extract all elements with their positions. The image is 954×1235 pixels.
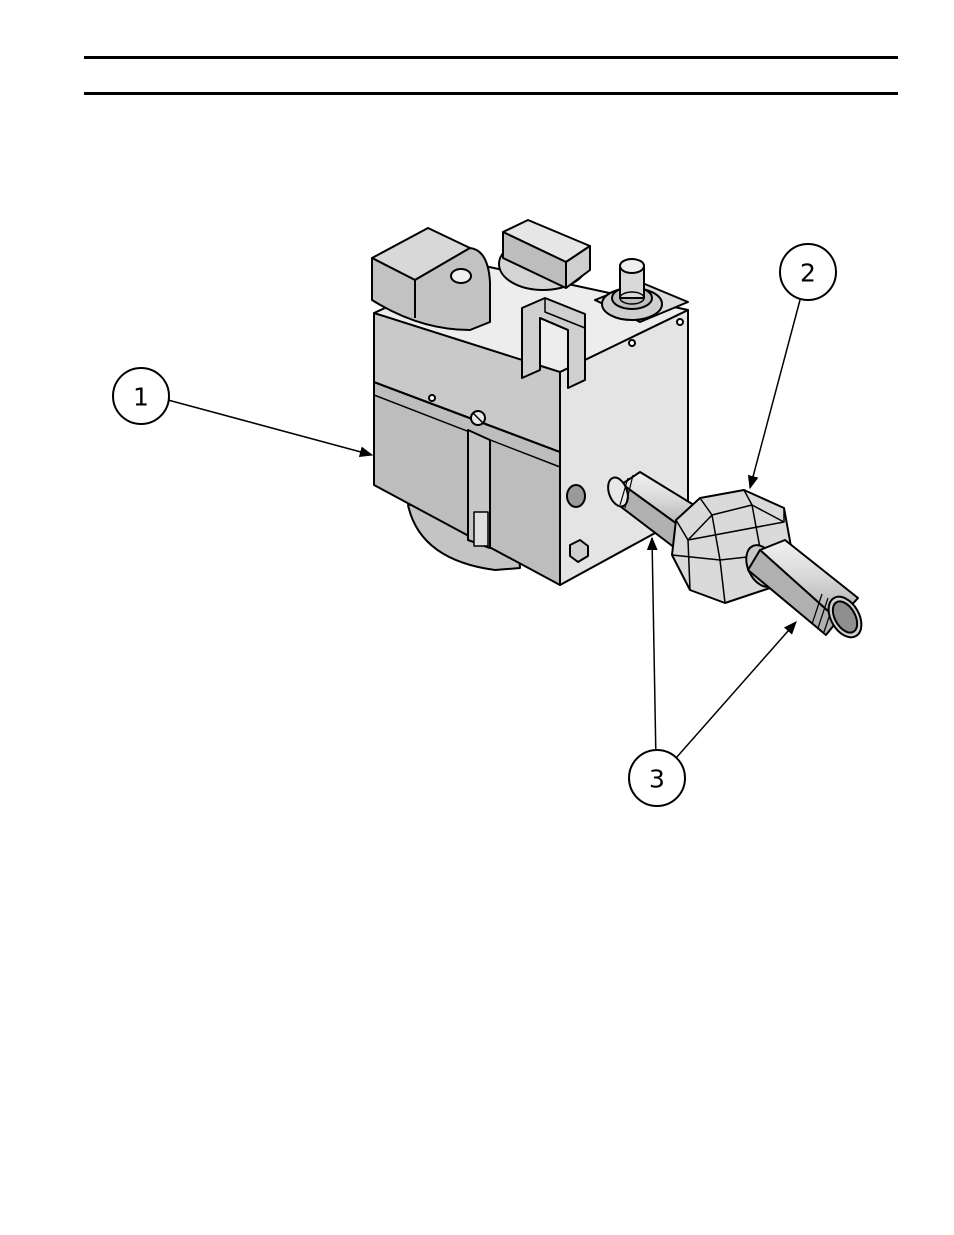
callout-3: 3 xyxy=(629,750,685,806)
leader-3b xyxy=(676,622,796,758)
callout-label: 2 xyxy=(800,259,816,288)
callout-1: 1 xyxy=(113,368,169,424)
gas-valve-body xyxy=(372,220,688,585)
callout-2: 2 xyxy=(780,244,836,300)
callout-label: 3 xyxy=(649,765,665,794)
leader-1 xyxy=(168,400,372,455)
leader-2 xyxy=(750,300,800,488)
outlet-nipple xyxy=(748,540,868,643)
callout-label: 1 xyxy=(133,383,149,412)
leader-3a xyxy=(652,538,656,762)
